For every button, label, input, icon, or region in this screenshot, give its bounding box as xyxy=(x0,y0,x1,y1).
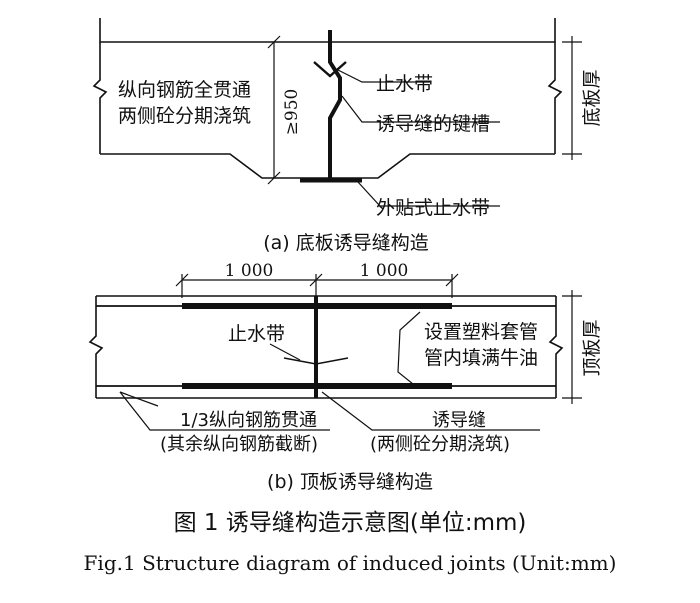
panel-a-slab-bottom xyxy=(100,153,555,179)
panel-b-sleeve-label-1: 设置塑料套管 xyxy=(424,321,538,343)
panel-a-slab-outline xyxy=(99,18,556,43)
panel-b-waterstop-label: 止水带 xyxy=(228,323,285,345)
panel-b-rebar-label-1: 1/3纵向钢筋贯通 xyxy=(180,410,317,431)
panel-b-left-break xyxy=(88,296,104,398)
panel-a-external-waterstop-label: 外贴式止水带 xyxy=(376,197,490,219)
panel-b-right-break xyxy=(548,296,564,398)
panel-a-waterstop-label: 止水带 xyxy=(376,73,433,95)
panel-a-left-break xyxy=(92,42,108,154)
panel-a-right-break xyxy=(547,42,563,154)
panel-a-left-note-1: 纵向钢筋全贯通 xyxy=(118,79,251,101)
panel-b-joint-label-1: 诱导缝 xyxy=(432,410,486,431)
panel-b-dim-right: 1 000 xyxy=(360,261,409,281)
panel-a-left-note-2: 两侧砼分期浇筑 xyxy=(118,105,251,127)
figure-title-en: Fig.1 Structure diagram of induced joint… xyxy=(84,551,617,575)
panel-b-top-slab xyxy=(88,273,582,431)
panel-a-caption: (a) 底板诱导缝构造 xyxy=(263,232,429,254)
panel-a-dimension-label: ≥950 xyxy=(282,89,302,136)
panel-b-rebar-label-2: (其余纵向钢筋截断) xyxy=(160,434,318,455)
panel-b-caption: (b) 顶板诱导缝构造 xyxy=(267,471,433,493)
panel-b-dim-left: 1 000 xyxy=(225,261,274,281)
panel-b-sleeve-label-2: 管内填满牛油 xyxy=(424,347,538,369)
panel-a-waterstop xyxy=(313,61,347,78)
panel-b-waterstop xyxy=(283,357,349,365)
panel-a-keyway-label: 诱导缝的键槽 xyxy=(376,113,490,135)
figure-title-cn: 图 1 诱导缝构造示意图(单位:mm) xyxy=(174,510,527,536)
panel-a-bottom-slab xyxy=(92,18,582,207)
panel-b-thickness-label: 顶板厚 xyxy=(581,319,603,376)
panel-a-joint-keyway xyxy=(328,30,342,178)
panel-a-thickness-label: 底板厚 xyxy=(581,69,603,126)
panel-b-joint-label-2: (两侧砼分期浇筑) xyxy=(370,434,510,455)
